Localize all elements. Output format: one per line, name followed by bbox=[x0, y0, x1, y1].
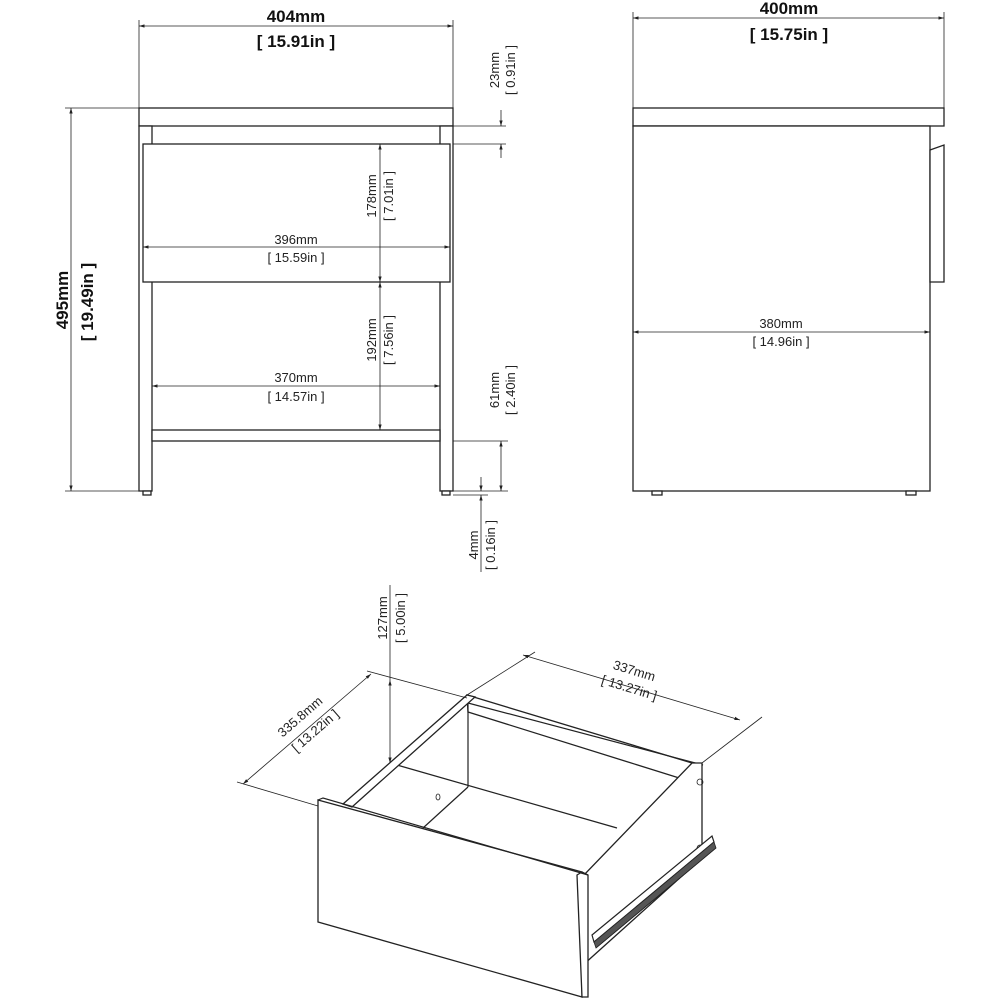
dim-label-in: [ 19.49in ] bbox=[78, 263, 97, 341]
dim-top-gap: 23mm [ 0.91in ] bbox=[453, 45, 518, 158]
dim-label-mm: 404mm bbox=[267, 7, 326, 26]
dim-open-height: 192mm [ 7.56in ] bbox=[364, 282, 396, 430]
dim-inner-width: 370mm [ 14.57in ] bbox=[152, 370, 440, 404]
side-top-slab bbox=[632, 107, 945, 127]
front-top-slab bbox=[138, 107, 454, 127]
dim-label-in: [ 14.96in ] bbox=[752, 334, 809, 349]
front-shelf-rail bbox=[151, 429, 441, 442]
dim-label-in: [ 0.16in ] bbox=[483, 520, 498, 570]
drawer-front-panel bbox=[317, 799, 583, 998]
dim-label-in: [ 15.91in ] bbox=[257, 32, 335, 51]
side-view: 400mm [ 15.75in ] 380mm [ 14.96in ] bbox=[632, 0, 945, 496]
drawer-slide-rail bbox=[591, 834, 717, 949]
dim-label-in: [ 0.91in ] bbox=[503, 45, 518, 95]
front-right-foot bbox=[441, 490, 451, 496]
dim-label-mm: 495mm bbox=[53, 271, 72, 330]
dim-overall-height: 495mm [ 19.49in ] bbox=[53, 107, 139, 492]
front-view: 404mm [ 15.91in ] 495mm [ 19.49in ] 23mm… bbox=[53, 7, 518, 572]
dim-label-mm: 400mm bbox=[760, 0, 819, 18]
drawer-bottom-back bbox=[389, 762, 618, 829]
dim-label-mm: 370mm bbox=[274, 370, 317, 385]
dim-label-mm: 380mm bbox=[759, 316, 802, 331]
dim-overall-depth: 400mm [ 15.75in ] bbox=[632, 0, 945, 108]
drawer-bottom-left bbox=[422, 786, 469, 829]
side-back-foot bbox=[905, 490, 917, 496]
dim-shelf-clearance: 61mm [ 2.40in ] bbox=[453, 365, 518, 492]
dim-label-in: [ 5.00in ] bbox=[393, 593, 408, 643]
dim-drawer-depth: 335.8mm [ 13.22in ] bbox=[236, 670, 468, 807]
dim-label-in: [ 15.75in ] bbox=[750, 25, 828, 44]
dim-label-mm: 127mm bbox=[375, 596, 390, 639]
dim-label-mm: 192mm bbox=[364, 318, 379, 361]
dim-drawer-height: 178mm [ 7.01in ] bbox=[364, 144, 396, 282]
drawer-view: 127mm [ 5.00in ] 335.8mm [ 13.22in ] 337… bbox=[236, 585, 763, 998]
drawer-back-inner bbox=[467, 702, 704, 766]
side-drawer-front bbox=[929, 144, 945, 283]
front-drawer-panel bbox=[142, 143, 451, 283]
drawer-left-side bbox=[341, 694, 477, 808]
dim-label-mm: 178mm bbox=[364, 174, 379, 217]
drawer-back-top bbox=[466, 694, 693, 783]
dim-label-mm: 4mm bbox=[466, 531, 481, 560]
dim-label-in: [ 15.59in ] bbox=[267, 250, 324, 265]
dim-label-mm: 396mm bbox=[274, 232, 317, 247]
dim-drawer-inner-height: 127mm [ 5.00in ] bbox=[375, 585, 408, 763]
drawer-hole bbox=[435, 793, 441, 801]
side-body bbox=[632, 125, 931, 492]
dim-overall-width: 404mm [ 15.91in ] bbox=[138, 7, 454, 108]
dim-label-mm: 61mm bbox=[487, 372, 502, 408]
dim-label-in: [ 7.56in ] bbox=[381, 315, 396, 365]
dim-label-in: [ 7.01in ] bbox=[381, 171, 396, 221]
dim-body-depth: 380mm [ 14.96in ] bbox=[633, 316, 930, 349]
dim-label-mm: 23mm bbox=[487, 52, 502, 88]
drawer-screw bbox=[696, 778, 704, 786]
dim-label-in: [ 14.57in ] bbox=[267, 389, 324, 404]
dim-label-in: [ 2.40in ] bbox=[503, 365, 518, 415]
dim-foot-height: 4mm [ 0.16in ] bbox=[453, 477, 498, 572]
dim-drawer-width: 396mm [ 15.59in ] bbox=[143, 232, 450, 265]
front-left-foot bbox=[142, 490, 152, 496]
drawer-right-side bbox=[581, 762, 703, 967]
side-front-foot bbox=[651, 490, 663, 496]
drawer-front-top bbox=[317, 797, 589, 876]
